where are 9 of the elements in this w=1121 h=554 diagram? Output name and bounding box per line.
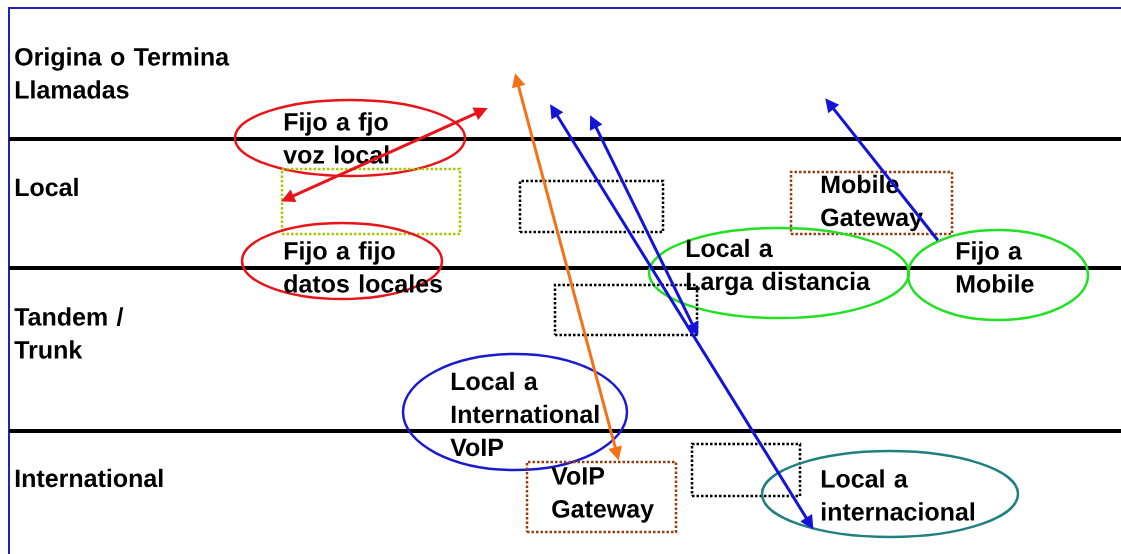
row-label: International xyxy=(15,468,163,488)
row-label: Tandem / Trunk xyxy=(14,307,124,359)
dotted-box xyxy=(518,179,665,234)
row-label: Local xyxy=(15,177,78,197)
ellipse-node: Local a internacional xyxy=(760,449,1020,539)
row-label: Origina o Termina Llamadas xyxy=(15,47,230,99)
dotted-box xyxy=(280,167,462,236)
dotted-box xyxy=(690,442,802,498)
gateway-box: VoIP Gateway xyxy=(525,460,678,534)
